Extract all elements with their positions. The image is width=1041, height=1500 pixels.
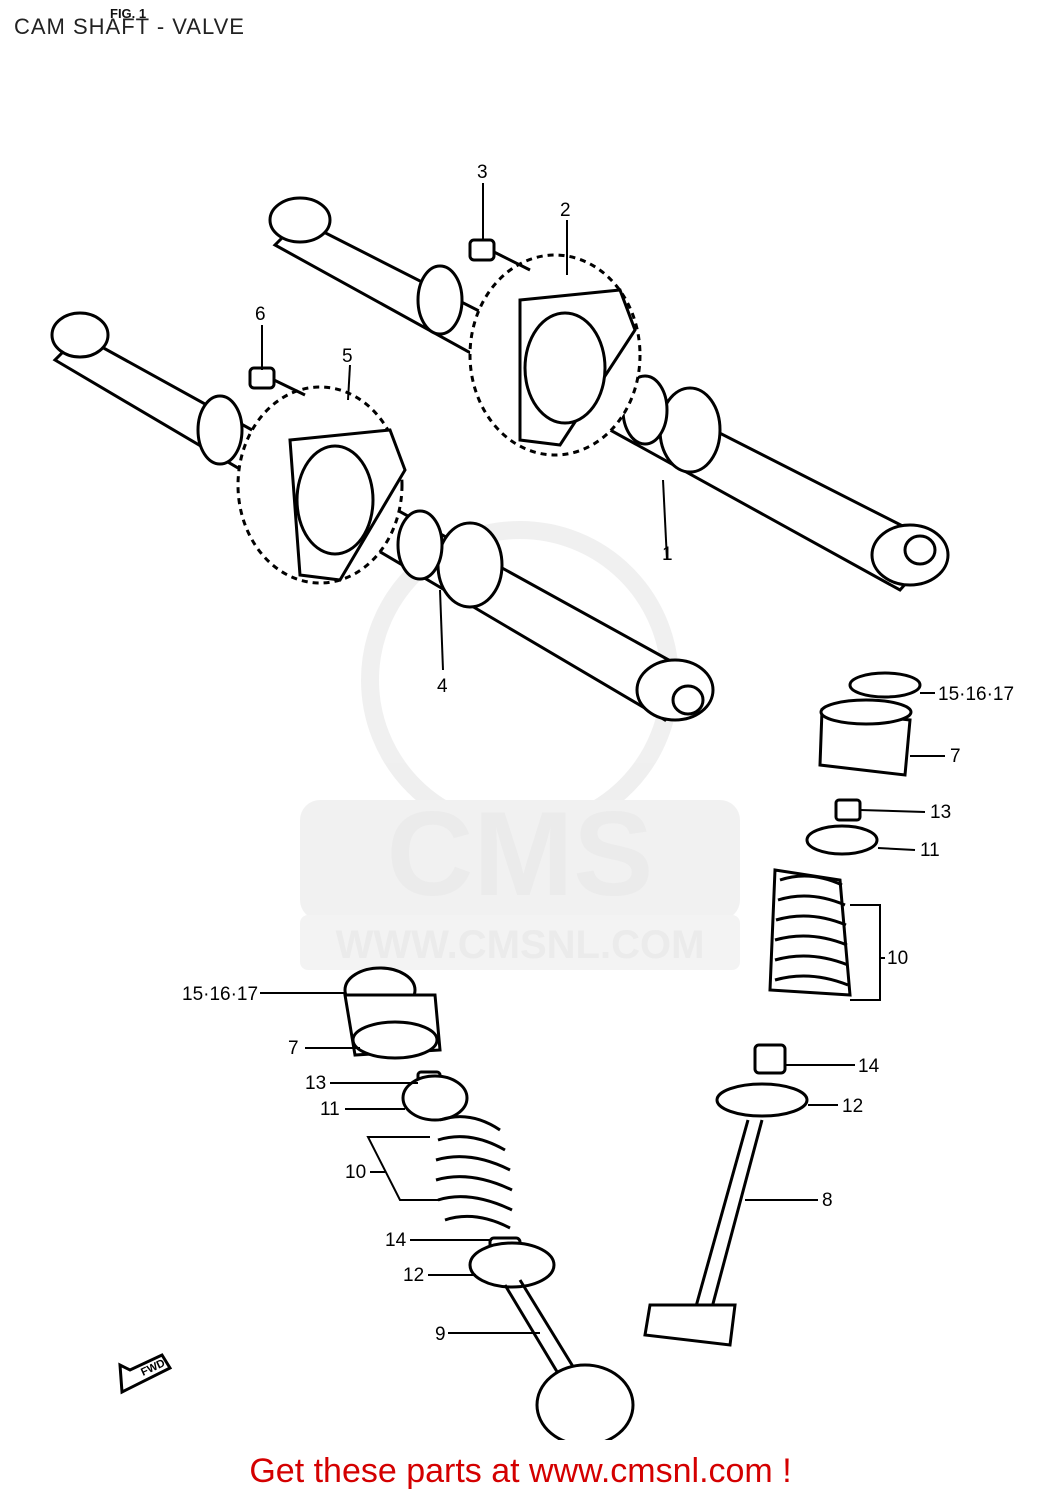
callout-11-right: 11 [920,840,940,861]
callout-6: 6 [255,304,266,325]
callout-12-left: 12 [403,1265,424,1286]
callout-9: 9 [435,1324,446,1345]
bolt-6 [248,366,306,397]
footer-link-text[interactable]: Get these parts at www.cmsnl.com ! [249,1452,792,1490]
callout-4: 4 [437,676,448,697]
fwd-arrow-icon: FWD [118,1353,173,1395]
callout-7-right: 7 [950,746,961,767]
figure-number: FIG. 1 [110,6,147,21]
watermark-url: WWW.CMSNL.COM [336,923,705,967]
watermark-brand: CMS [387,787,654,921]
callout-10-left: 10 [345,1162,366,1183]
exploded-parts-diagram: CMS WWW.CMSNL.COM [50,162,1014,1440]
callout-12-right: 12 [842,1096,863,1117]
leader-lines [260,183,945,1334]
callout-15-16-17-right: 15·16·17 [938,684,1014,705]
callout-3: 3 [477,162,488,183]
callout-11-left: 11 [320,1099,340,1120]
callout-numbers: 1 2 3 4 5 6 7 7 8 9 10 10 11 11 12 12 13… [182,162,1014,1345]
callout-14-left: 14 [385,1230,407,1251]
callout-7-left: 7 [288,1038,299,1059]
valve-assembly-left [343,966,635,1440]
callout-5: 5 [342,346,353,367]
callout-14-right: 14 [858,1056,880,1077]
cam-sprocket-lower [236,385,407,585]
cam-sprocket-upper [468,253,642,457]
callout-1: 1 [662,544,673,565]
callout-15-16-17-left: 15·16·17 [182,984,258,1005]
callout-8: 8 [822,1190,833,1211]
callout-2: 2 [560,200,571,221]
bolt-3 [468,238,531,272]
callout-13-left: 13 [305,1073,326,1094]
callout-13-right: 13 [930,802,951,823]
callout-10-right: 10 [887,948,908,969]
diagram-title: CAM SHAFT - VALVE [14,14,245,39]
valve-assembly-right [643,671,922,1347]
